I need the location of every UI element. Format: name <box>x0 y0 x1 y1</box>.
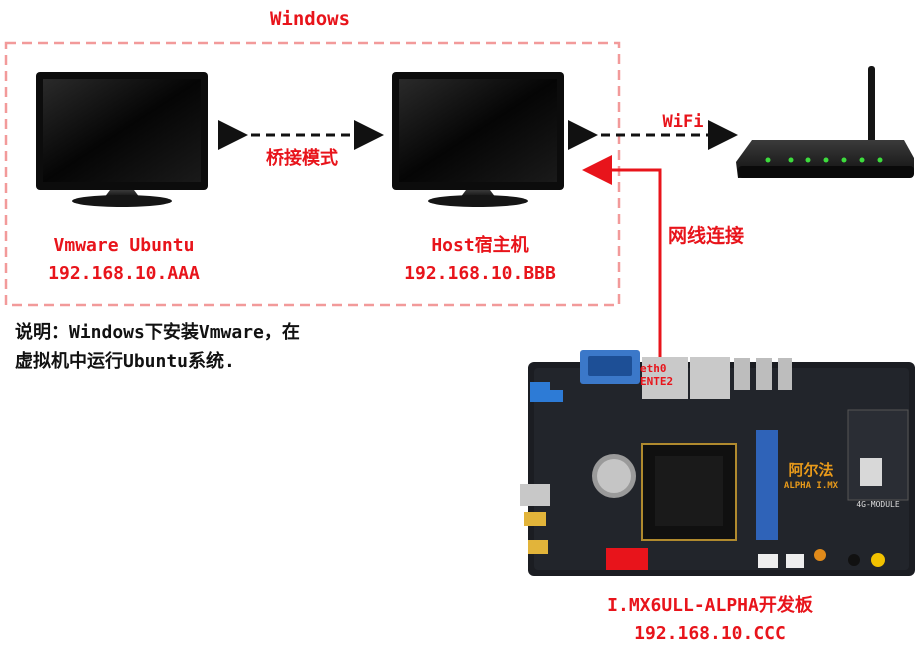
eth-port-id: ENTE2 <box>640 375 674 388</box>
eth-port-label: eth0 ENTE2 <box>640 362 673 388</box>
explanation-note: 说明：Windows下安装Vmware，在 虚拟机中运行Ubuntu系统. <box>15 318 300 376</box>
eth-port-name: eth0 <box>640 362 667 375</box>
windows-region-title: Windows <box>269 8 351 30</box>
vm-name: Vmware Ubuntu <box>53 235 195 256</box>
monitor-icon <box>392 72 564 207</box>
host-ip: 192.168.10.BBB <box>404 263 556 284</box>
board-logo-text: 阿尔法 <box>788 461 834 479</box>
board-logo-sub: ALPHA I.MX <box>783 481 839 491</box>
board-ip: 192.168.10.CCC <box>634 623 786 644</box>
note-line-2: 虚拟机中运行Ubuntu系统. <box>15 351 235 372</box>
note-line-1: 说明：Windows下安装Vmware，在 <box>15 322 300 343</box>
vm-label: Vmware Ubuntu 192.168.10.AAA <box>14 232 234 288</box>
board-logo: 阿尔法 ALPHA I.MX <box>782 462 840 494</box>
monitor-icon <box>36 72 208 207</box>
host-label: Host宿主机 192.168.10.BBB <box>370 232 590 288</box>
wifi-label: WiFi <box>662 112 704 132</box>
host-name: Host宿主机 <box>431 235 529 256</box>
router-icon <box>736 66 914 178</box>
cable-link <box>582 155 662 368</box>
bridge-mode-label: 桥接模式 <box>266 148 338 169</box>
board-module-label: 4G-MODULE <box>856 500 900 509</box>
cable-label: 网线连接 <box>668 225 745 247</box>
dev-board-image <box>520 350 915 576</box>
board-name: I.MX6ULL-ALPHA开发板 <box>607 595 813 616</box>
vm-ip: 192.168.10.AAA <box>48 263 200 284</box>
windows-region <box>4 41 621 307</box>
board-label: I.MX6ULL-ALPHA开发板 192.168.10.CCC <box>560 592 860 648</box>
